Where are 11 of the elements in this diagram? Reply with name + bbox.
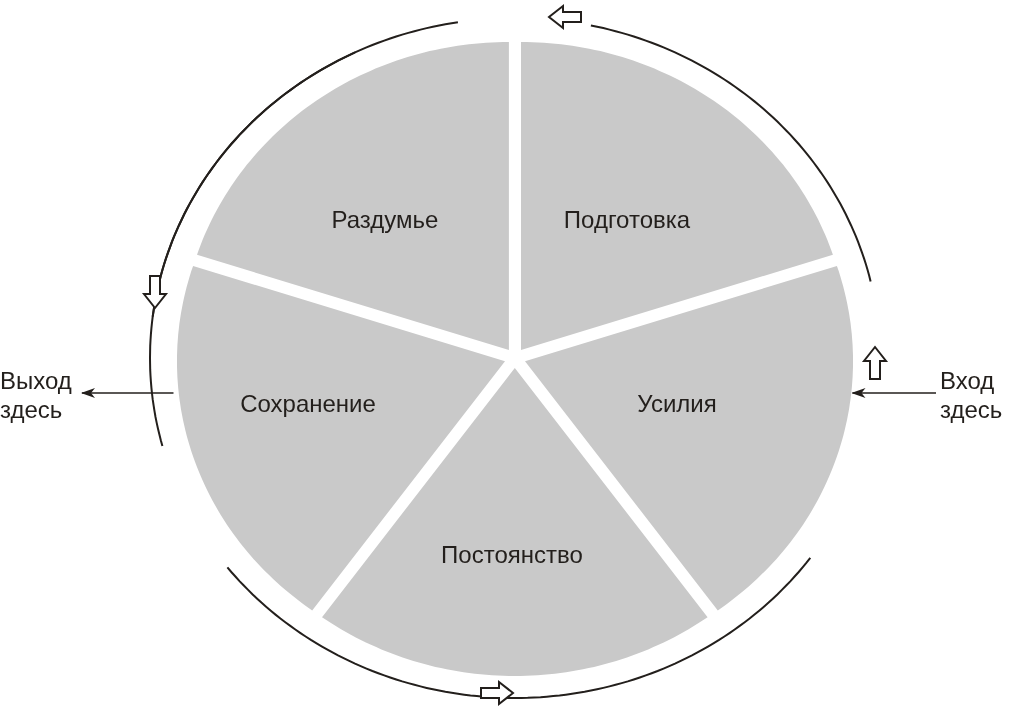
sector-label: Раздумье: [331, 206, 439, 234]
sector-label: Подготовка: [563, 206, 691, 234]
sector-label: Сохранение: [240, 390, 376, 418]
sector-label: Усилия: [637, 390, 717, 418]
sector-label: Постоянство: [441, 541, 583, 569]
side-label: Выход здесь: [0, 366, 82, 424]
arrow: [851, 388, 937, 398]
pie-sector: [197, 41, 510, 350]
arrow: [81, 388, 175, 398]
side-label: Вход здесь: [940, 366, 1014, 424]
pie-sector: [520, 41, 833, 350]
